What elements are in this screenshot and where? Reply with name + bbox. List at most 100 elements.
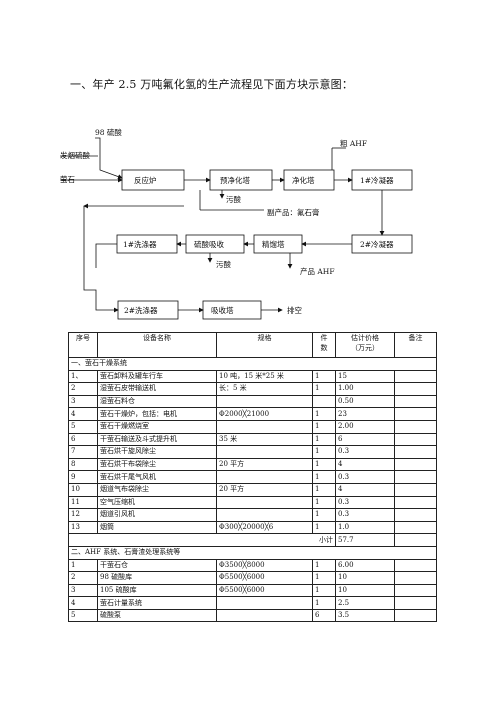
- table-cell: 13: [68, 520, 98, 535]
- table-cell: [394, 558, 437, 573]
- table-cell: 4: [68, 407, 98, 421]
- condenser1-label: 1#冷凝器: [360, 175, 394, 185]
- table-cell: 0.3: [335, 445, 395, 459]
- table-cell: 0.50: [335, 394, 395, 409]
- table-cell: 1: [312, 558, 336, 573]
- subtotal-label: 小计: [68, 533, 336, 547]
- table-cell: [394, 596, 437, 610]
- table-cell: 1: [312, 369, 336, 384]
- table-cell: Φ5500╳6000: [216, 583, 313, 598]
- table-cell: 长：5 米: [216, 382, 313, 396]
- table-cell: 0.3: [335, 470, 395, 484]
- col-header: 序号: [68, 332, 98, 358]
- table-cell: 10 吨，15 米*25 米: [216, 369, 313, 384]
- table-header-row: 序号 设备名称 规格 件数 估计价格（万元） 备注: [68, 332, 437, 358]
- table-cell: [394, 508, 437, 522]
- table-cell: 烟筒: [97, 520, 217, 535]
- byproduct-label: 副产品：氟石膏: [267, 207, 320, 217]
- table-cell: 4: [68, 596, 98, 610]
- vent-label: 排空: [287, 305, 302, 315]
- table-cell: 1: [312, 520, 336, 535]
- table-cell: 湿萤石皮带输送机: [97, 382, 217, 396]
- table-cell: Φ2000╳21000: [216, 407, 313, 421]
- table-cell: [394, 583, 437, 598]
- table-cell: [216, 419, 313, 434]
- table-cell: [394, 382, 437, 396]
- section-title-row: 一、萤石干燥系统: [68, 357, 437, 371]
- table-cell: 烟道气布袋除尘: [97, 482, 217, 497]
- table-cell: 1、: [68, 369, 98, 384]
- table-cell: 萤石烘干旋风除尘: [97, 445, 217, 459]
- condenser2-label: 2#冷凝器: [360, 239, 394, 249]
- table-cell: 1: [312, 583, 336, 598]
- table-cell: [216, 596, 313, 610]
- table-cell: 4: [335, 457, 395, 472]
- prepurifier-label: 预净化塔: [220, 175, 250, 185]
- acid-absorb-label: 硫酸吸收: [194, 239, 224, 249]
- table-cell: 1: [312, 407, 336, 421]
- table-cell: 3: [68, 583, 98, 598]
- table-cell: 10: [335, 583, 395, 598]
- table-cell: 1: [312, 419, 336, 434]
- table-cell: 1: [312, 470, 336, 484]
- section-title-row: 二、AHF 系统、石膏渣处理系统等: [68, 545, 437, 560]
- absorber-label: 吸收塔: [211, 305, 234, 315]
- table-cell: 9: [68, 470, 98, 484]
- table-cell: 1.0: [335, 520, 395, 535]
- table-cell: 6: [312, 608, 336, 623]
- col-header: 估计价格（万元）: [335, 332, 395, 358]
- table-cell: [216, 394, 313, 409]
- waste-acid2-label: 污酸: [216, 259, 231, 269]
- table-cell: 萤石烘干布袋除尘: [97, 457, 217, 472]
- table-cell: [394, 520, 437, 535]
- table-cell: [394, 432, 437, 447]
- table-cell: 98 硫酸库: [97, 571, 217, 585]
- table-cell: 0.3: [335, 495, 395, 510]
- table-cell: 105 硫酸库: [97, 583, 217, 598]
- table-cell: 7: [68, 445, 98, 459]
- table-cell: 6: [68, 432, 98, 447]
- table-cell: [394, 571, 437, 585]
- process-flow-diagram: 98 硫酸 发烟硫酸 萤石 反应炉 预净化塔 净化塔 1#冷凝器 粗 AHF 污…: [60, 127, 413, 320]
- table-cell: 烟道引风机: [97, 508, 217, 522]
- table-cell: 4: [335, 482, 395, 497]
- table-cell: [394, 457, 437, 472]
- table-cell: 6.00: [335, 558, 395, 573]
- table-cell: 20 平方: [216, 482, 313, 497]
- table-cell: 2.5: [335, 596, 395, 610]
- table-cell: [216, 445, 313, 459]
- table-cell: 1: [312, 482, 336, 497]
- table-cell: 23: [335, 407, 395, 421]
- purifier-label: 净化塔: [292, 175, 315, 185]
- col-header: 设备名称: [97, 332, 217, 358]
- table-cell: 11: [68, 495, 98, 510]
- table-cell: 20 平方: [216, 457, 313, 472]
- table-cell: [394, 419, 437, 434]
- product-label: 产品 AHF: [300, 266, 335, 276]
- table-cell: [394, 608, 437, 623]
- table-cell: [216, 470, 313, 484]
- table-cell: [312, 394, 336, 409]
- table-cell: 10: [68, 482, 98, 497]
- table-cell: [216, 608, 313, 623]
- table-cell: 1: [312, 432, 336, 447]
- table-cell: Φ300╳20000╳6: [216, 520, 313, 535]
- table-cell: 10: [335, 571, 395, 585]
- table-cell: 萤石干燥炉，包括：电机: [97, 407, 217, 421]
- table-cell: 2: [68, 571, 98, 585]
- table-cell: Φ3500╳8000: [216, 558, 313, 573]
- table-cell: 萤石计量系统: [97, 596, 217, 610]
